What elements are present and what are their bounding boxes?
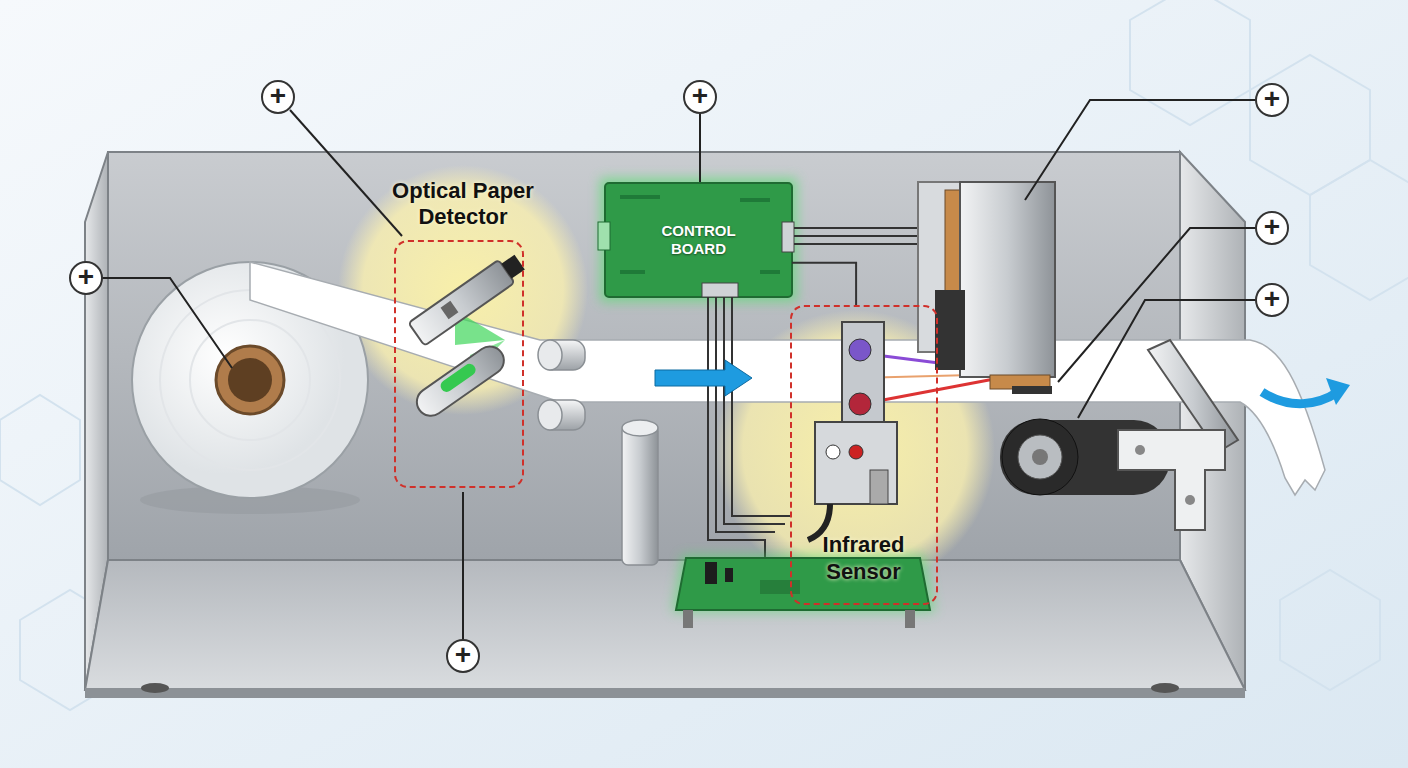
detector-region: Optical Paper Detector xyxy=(374,178,552,490)
dashed-outline xyxy=(394,240,524,488)
sensor-region: Infrared Sensor xyxy=(790,305,938,605)
callout-number: + xyxy=(262,81,294,113)
callout-number: + xyxy=(70,262,102,294)
node-label: Optical Paper Detector xyxy=(378,178,548,231)
node-label: CONTROL BOARD xyxy=(644,222,754,258)
node-label: Infrared Sensor xyxy=(794,532,934,585)
callout-number: + xyxy=(1256,212,1288,244)
control-board: CONTROL BOARD xyxy=(605,183,792,297)
callout-number: + xyxy=(447,640,479,672)
callout-number: + xyxy=(1256,284,1288,316)
signal-wire xyxy=(792,263,856,305)
callout-number: + xyxy=(1256,84,1288,116)
callout-number: + xyxy=(684,81,716,113)
